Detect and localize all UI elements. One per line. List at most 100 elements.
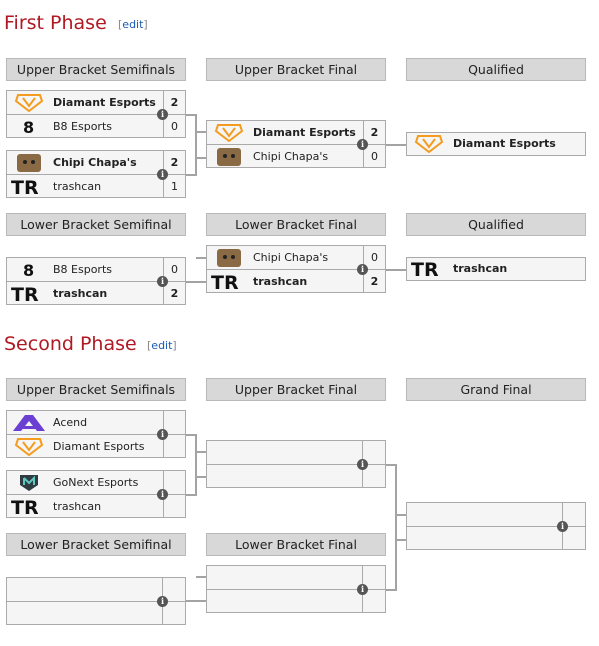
team-name: Diamant Esports [53,440,145,453]
match-row[interactable]: 8 B8 Esports 0 [7,115,185,138]
divider [7,494,185,495]
team-score [163,471,185,494]
first-phase-title: First Phase [4,12,107,34]
match-sp-ub-semi-2[interactable]: GoNext Esports TR trashcan [6,470,186,518]
match-row[interactable]: TR trashcan [7,495,185,518]
info-icon[interactable]: i [557,521,568,532]
match-ub-final[interactable]: Diamant Esports 2 Chipi Chapa's 0 [206,120,386,168]
divider [7,281,185,282]
second-phase-edit-link[interactable]: edit [151,339,173,352]
team-score: 0 [363,145,385,168]
connector [186,114,196,116]
team-name: trashcan [53,287,108,300]
divider [207,464,385,465]
svg-text:TR: TR [211,272,239,291]
team-score: 2 [163,282,185,305]
second-phase-edit: [edit] [147,339,177,352]
match-row[interactable]: Chipi Chapa's 0 [207,145,385,168]
gonext-logo-icon [20,475,38,491]
match-row[interactable]: Chipi Chapa's 0 [207,246,385,269]
team-name: Diamant Esports [453,137,556,150]
divider [7,434,185,435]
team-score [163,495,185,518]
team-score: 1 [163,175,185,198]
connector [395,464,397,591]
svg-text:8: 8 [23,118,34,136]
connector [186,600,206,602]
match-row[interactable]: GoNext Esports [7,471,185,494]
diamant-logo-icon [14,438,44,456]
diamant-logo-icon [214,124,244,142]
team-name: Acend [53,416,88,429]
match-ub-semi-2[interactable]: Chipi Chapa's 2 TR trashcan 1 [6,150,186,198]
connector [386,144,406,146]
first-phase-edit-link[interactable]: edit [122,18,144,31]
header-ub-final-2: Upper Bracket Final [206,378,386,401]
team-name: trashcan [53,500,102,513]
match-row[interactable]: 8 B8 Esports 0 [7,258,185,281]
info-icon[interactable]: i [157,109,168,120]
match-sp-lb-semi[interactable] [6,577,186,625]
team-score: 2 [363,270,385,293]
divider [407,526,585,527]
match-sp-ub-semi-1[interactable]: Acend Diamant Esports [6,410,186,458]
team-score: 2 [163,151,185,174]
trashcan-logo-icon: TR [211,272,239,291]
info-icon[interactable]: i [357,584,368,595]
match-ub-semi-1[interactable]: Diamant Esports 2 8 B8 Esports 0 [6,90,186,138]
match-row[interactable]: Acend [7,411,185,434]
header-ub-semifinals: Upper Bracket Semifinals [6,58,186,81]
divider [7,601,185,602]
connector [186,174,196,176]
info-icon[interactable]: i [157,596,168,607]
svg-text:TR: TR [411,259,439,278]
team-score: 0 [363,246,385,269]
match-row[interactable]: TR trashcan 2 [7,282,185,305]
match-row[interactable]: Chipi Chapa's 2 [7,151,185,174]
team-name: B8 Esports [53,120,113,133]
match-row[interactable]: TR trashcan 2 [207,270,385,293]
match-row[interactable]: Diamant Esports 2 [7,91,185,114]
info-icon[interactable]: i [157,169,168,180]
connector [195,434,197,496]
header-ub-semifinals-2: Upper Bracket Semifinals [6,378,186,401]
header-qualified-2: Qualified [406,213,586,236]
connector [186,281,206,283]
trashcan-logo-icon: TR [11,284,39,303]
team-name: trashcan [253,275,308,288]
trashcan-logo-icon: TR [11,497,39,516]
chipi-chapa-logo-icon [217,148,241,166]
qualified-slot-2[interactable]: TR trashcan [406,257,586,281]
chipi-chapa-logo-icon [17,154,41,172]
connector [196,576,206,578]
info-icon[interactable]: i [157,429,168,440]
match-lb-semi[interactable]: 8 B8 Esports 0 TR trashcan 2 [6,257,186,305]
b8-logo-icon: 8 [23,118,34,136]
info-icon[interactable]: i [357,139,368,150]
team-name: Chipi Chapa's [253,251,329,264]
second-phase-title: Second Phase [4,333,137,355]
match-grand-final[interactable] [406,502,586,550]
match-lb-final[interactable]: Chipi Chapa's 0 TR trashcan 2 [206,245,386,293]
chipi-chapa-logo-icon [217,249,241,267]
svg-text:8: 8 [23,261,34,279]
trashcan-logo-icon: TR [411,259,439,278]
team-score: 0 [163,115,185,138]
match-sp-lb-final[interactable] [206,565,386,613]
connector [386,464,396,466]
match-row[interactable]: Diamant Esports 2 [207,121,385,144]
match-row[interactable]: Diamant Esports [7,435,185,458]
connector [195,476,206,478]
divider [207,144,385,145]
info-icon[interactable]: i [357,459,368,470]
connector [186,434,196,436]
trashcan-logo-icon: TR [11,177,39,196]
info-icon[interactable]: i [157,276,168,287]
match-row[interactable]: TR trashcan 1 [7,175,185,198]
info-icon[interactable]: i [357,264,368,275]
connector [386,269,406,271]
qualified-slot-1[interactable]: Diamant Esports [406,132,586,156]
connector [195,157,206,159]
info-icon[interactable]: i [157,489,168,500]
connector [195,114,197,176]
